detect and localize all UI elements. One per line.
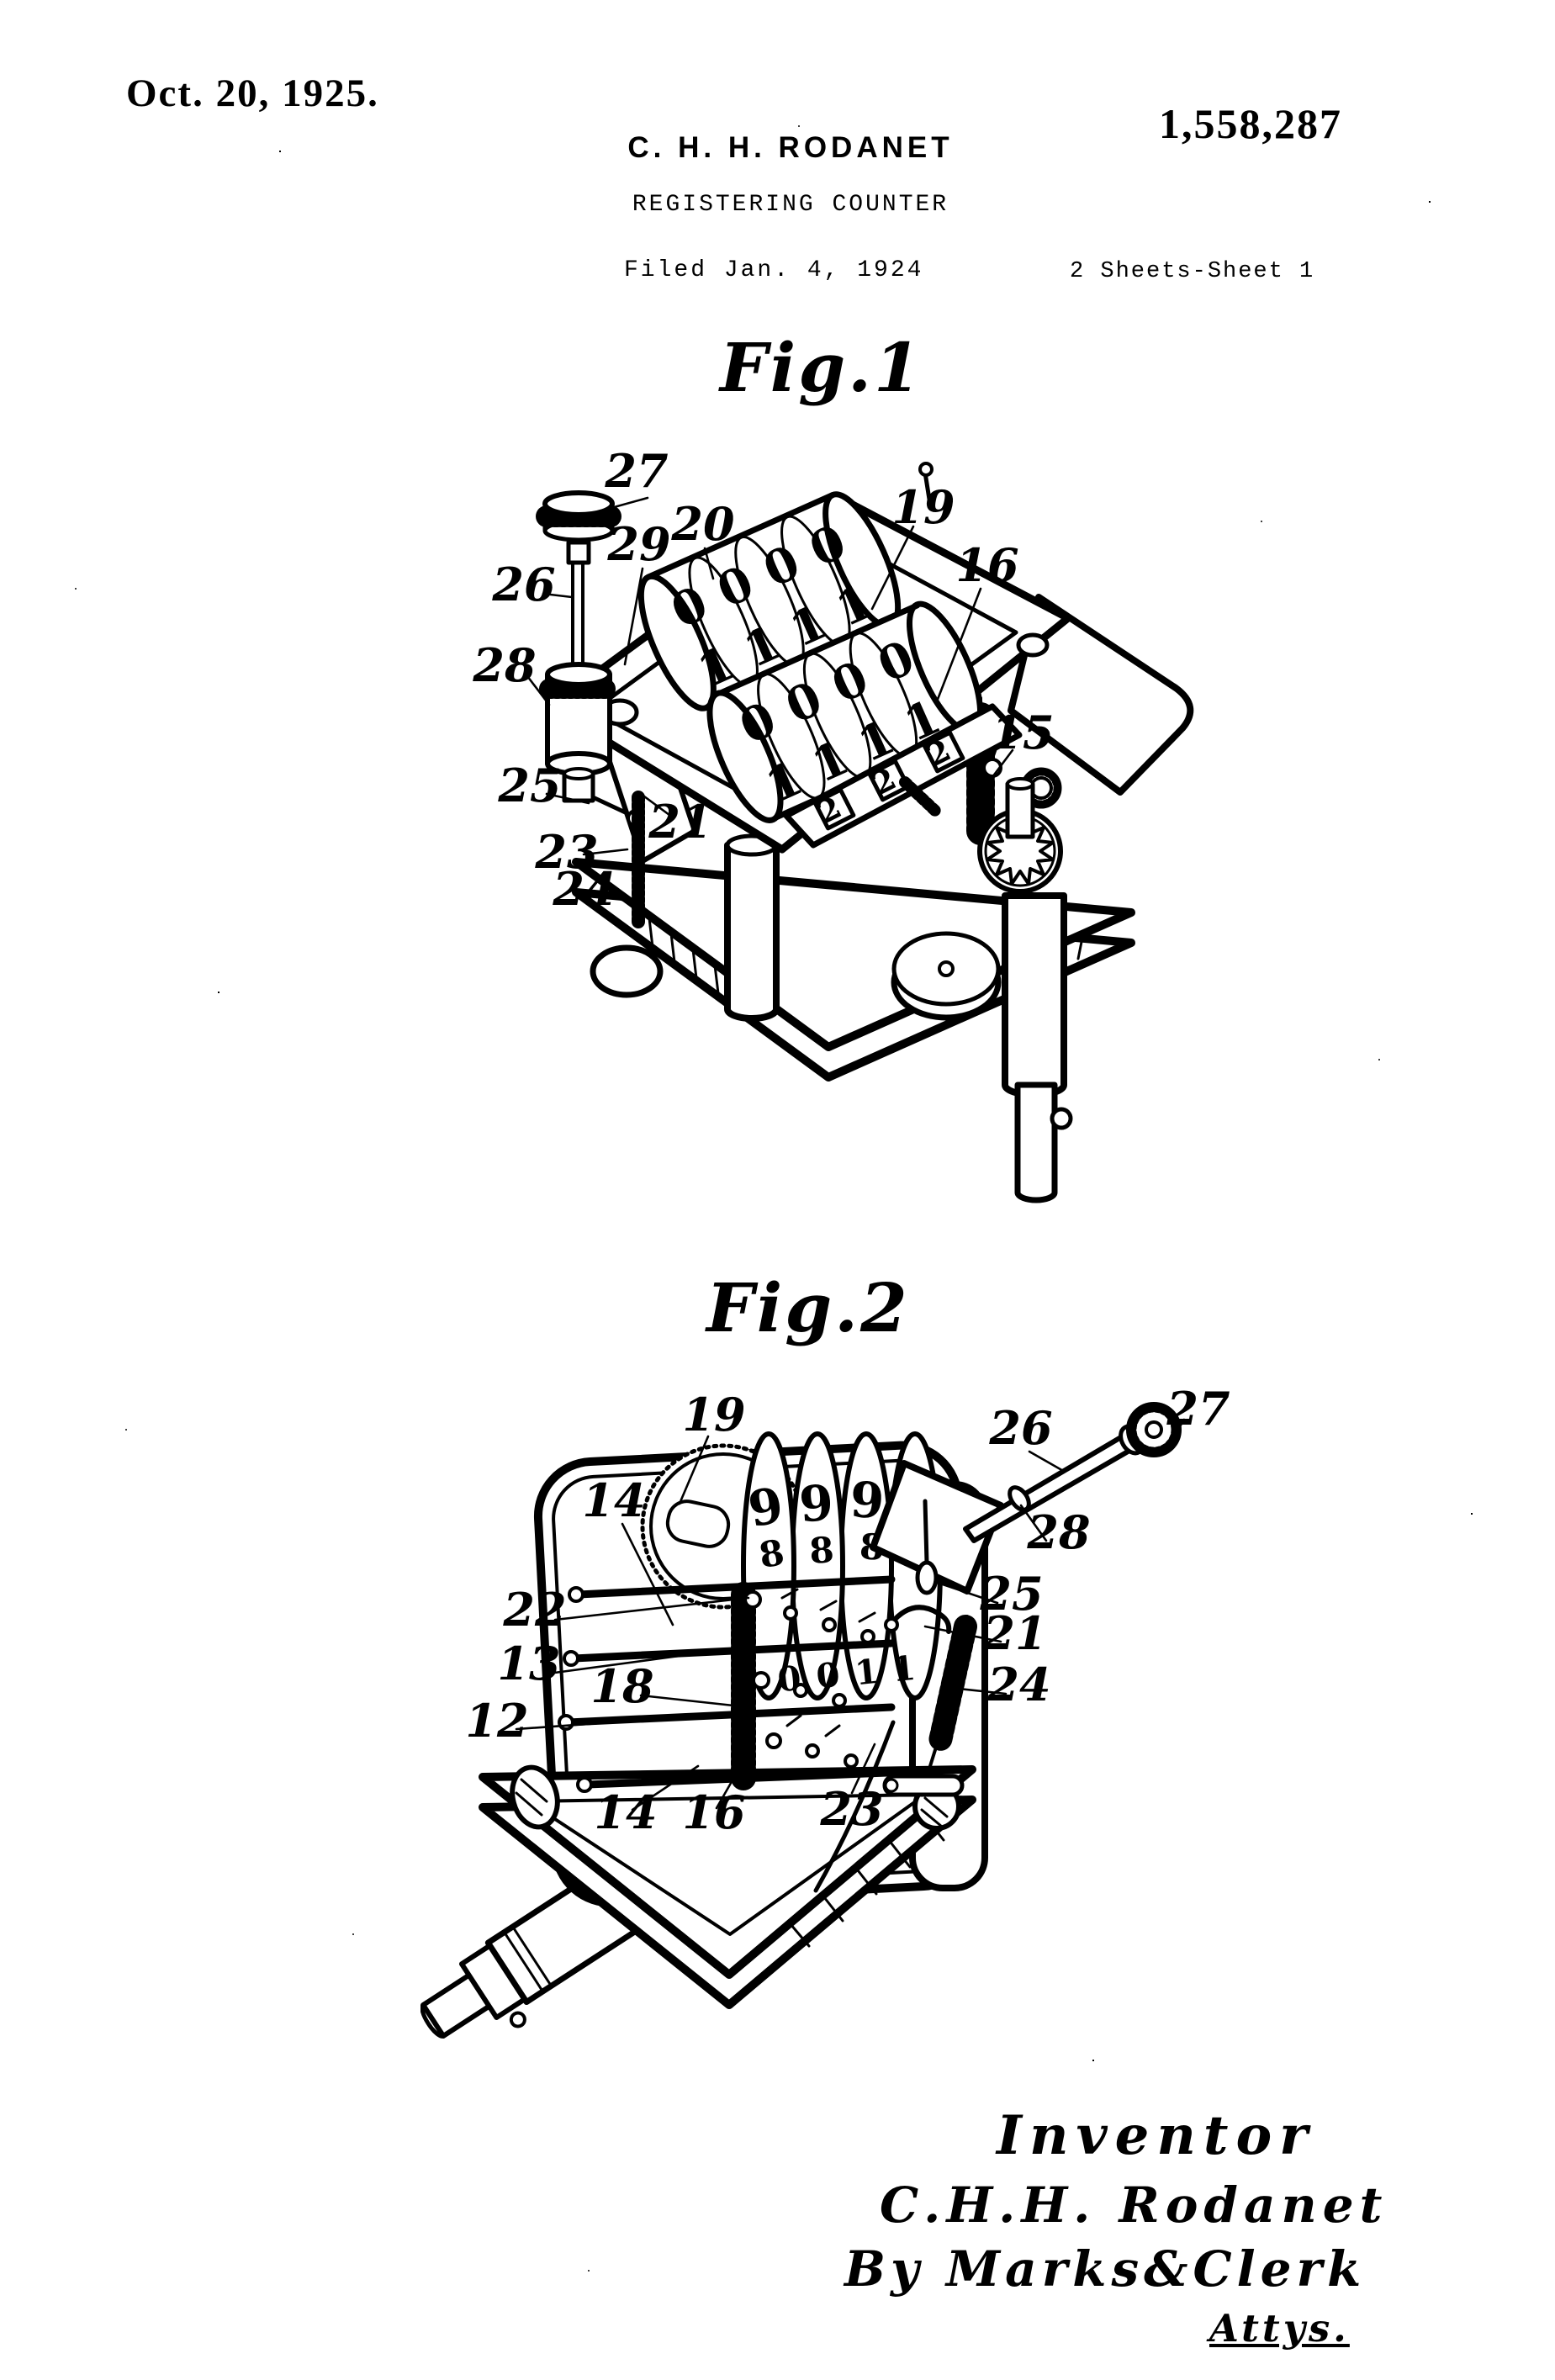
filing-date: Filed Jan. 4, 1924 [624,257,924,283]
leader-line [870,525,915,611]
fig1-base-plate [572,858,1135,1082]
leader-line [631,1764,700,1811]
ref-numeral-25: 25 [497,759,561,812]
patent-number: 1,558,287 [1159,100,1342,147]
leader-line [623,567,644,666]
ref-numeral-12: 12 [465,1694,528,1748]
inventor-name-header: C. H. H. RODANET [627,131,954,164]
leader-line [935,587,982,703]
inventor-signature: C.H.H. Rodanet [880,2176,1388,2234]
ref-numeral-23: 23 [534,825,598,879]
fig1-winding-stem [536,490,621,678]
leader-line [599,890,637,907]
leader-line [703,547,715,580]
leader-line [991,748,1014,779]
ref-numeral-22: 22 [502,1583,566,1637]
ref-numeral-27: 27 [1166,1382,1230,1436]
leader-line [639,1694,735,1707]
wheel-digit: 8 [808,1529,836,1572]
leader-line [582,848,629,856]
wheel-digit: 0 [814,1655,842,1697]
ref-numeral-21: 21 [982,1606,1046,1660]
leader-line [957,1687,1008,1695]
ref-numeral-26: 26 [988,1401,1052,1455]
ref-numeral-19: 19 [891,480,955,534]
ref-numeral-23: 23 [819,1782,883,1836]
fig2-mounting-block [870,1460,1004,1595]
fig1-caption: Fig.1 [720,328,923,407]
fig2-leaders [515,1418,1186,1811]
ref-numeral-27: 27 [604,444,668,498]
leader-line [547,1652,700,1675]
ref-numeral-20: 20 [670,497,734,551]
ref-numeral-14: 14 [582,1473,645,1527]
ref-numeral-13: 13 [497,1637,560,1690]
leader-line [515,1716,685,1731]
ref-numeral-29: 29 [606,517,670,571]
attorney-signature: By Marks&Clerk [844,2240,1367,2298]
ref-numeral-25: 25 [979,1567,1043,1621]
fig2-wheel-digits: 99998888 [744,1467,939,1577]
ref-numeral-26: 26 [491,558,555,611]
ref-numeral-24: 24 [986,1658,1050,1711]
wheel-digit: 9 [797,1474,835,1534]
ref-numeral-16: 16 [682,1785,745,1839]
leader-line [591,496,649,515]
fig1-leaders [523,496,1014,907]
issue-date: Oct. 20, 1925. [126,71,379,115]
fig1-clutch-cylinder [539,662,618,803]
inventor-label: Inventor [997,2104,1315,2167]
attys-label: Attys. [1209,2306,1350,2351]
leader-line [936,1581,999,1605]
wheel-digit: 1 [890,1648,918,1690]
leader-line [639,792,674,819]
leader-line [553,1596,750,1621]
leader-line [1174,1418,1186,1435]
leader-line [923,1625,1002,1643]
fig1-support-column [724,833,780,1022]
fig2-pawl-and-spring [813,1499,977,1893]
ref-numeral-28: 28 [1026,1505,1090,1559]
fig2-winding-knob [1126,1402,1182,1457]
leader-line [678,1435,710,1505]
fig1-window-strip: 222 [783,703,1023,849]
ref-numeral-16: 16 [955,538,1018,592]
ref-numeral-19: 19 [682,1388,745,1441]
leader-line [523,671,551,706]
ref-numeral-28: 28 [472,638,536,692]
ref-numeral-21: 21 [648,795,711,849]
leader-line [545,792,590,805]
invention-title: REGISTERING COUNTER [632,192,949,218]
leader-line [850,1743,876,1795]
fig2-caption: Fig.2 [706,1268,910,1347]
ref-numeral-14: 14 [594,1785,657,1839]
ref-numeral-15: 15 [991,706,1054,759]
wheel-digit: 9 [849,1471,886,1530]
ref-numeral-18: 18 [590,1659,653,1713]
ref-numeral-24: 24 [552,862,616,916]
fig1-transfer-gear [977,777,1063,894]
fig1-main-shaft [1002,892,1073,1203]
wheel-digit: 1 [853,1652,881,1694]
leader-line [1019,1504,1048,1542]
leader-line [542,592,574,599]
sheet-info: 2 Sheets-Sheet 1 [1070,259,1315,284]
leader-line [1028,1450,1066,1473]
fig1-side-arm-plate [1008,594,1194,796]
wheel-digit: 0 [775,1658,803,1700]
fig1-pawl-and-rack [590,776,941,930]
leader-line [715,1759,745,1810]
